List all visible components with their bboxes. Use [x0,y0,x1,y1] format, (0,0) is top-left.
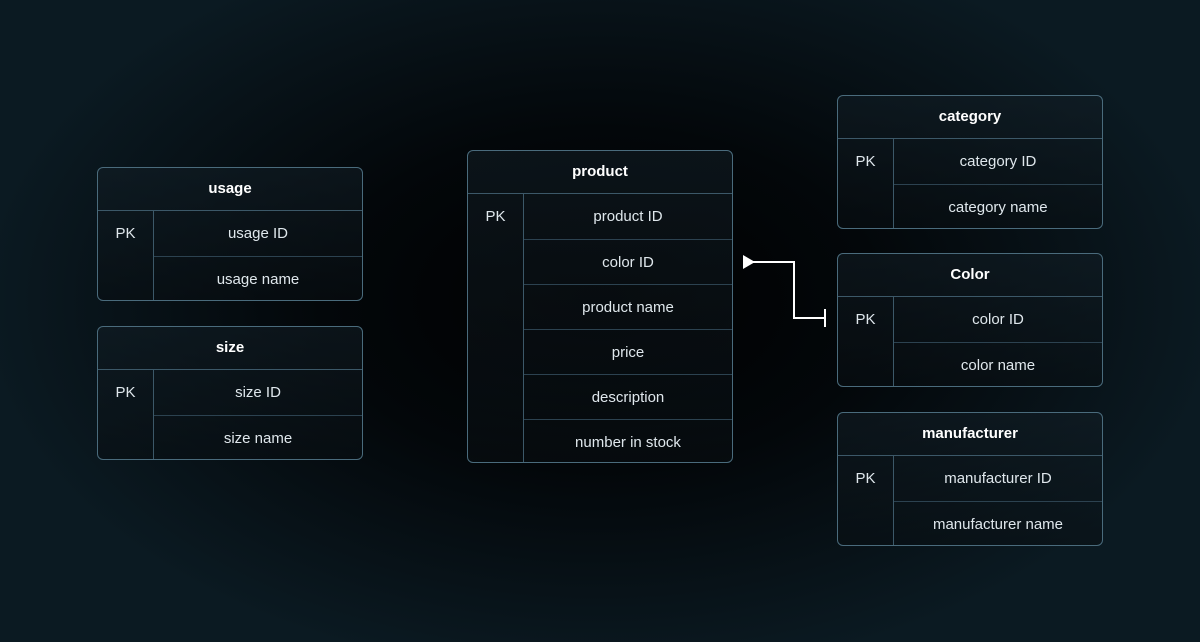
entity-size-fields: size ID size name [154,370,362,459]
field-product-id: product ID [593,208,663,225]
field-manufacturer-name: manufacturer name [894,501,1102,545]
entity-product-fields: product ID color ID product name price d… [524,194,732,462]
pk-label: PK [855,153,876,170]
pk-label: PK [115,384,136,401]
pk-label: PK [855,311,876,328]
pk-column: PK [98,370,154,459]
entity-usage[interactable]: usage PK usage ID usage name [97,167,363,301]
connector-line [752,261,826,319]
pk-column: PK [838,139,894,228]
entity-product-title: product [468,151,732,194]
entity-product[interactable]: product PK product ID color ID product n… [467,150,733,463]
pk-column: PK [468,194,524,462]
connector-arrowhead-icon [743,255,755,269]
field-color-name: color name [894,342,1102,386]
entity-size-title: size [98,327,362,370]
field-description: description [524,374,732,420]
field-usage-name: usage name [154,256,362,300]
pk-column: PK [838,297,894,386]
entity-usage-fields: usage ID usage name [154,211,362,300]
entity-size[interactable]: size PK size ID size name [97,326,363,460]
field-size-id: size ID [235,384,281,401]
pk-label: PK [855,470,876,487]
field-color-id: color ID [524,239,732,285]
entity-category[interactable]: category PK category ID category name [837,95,1103,229]
entity-usage-title: usage [98,168,362,211]
entity-manufacturer-title: manufacturer [838,413,1102,456]
entity-manufacturer[interactable]: manufacturer PK manufacturer ID manufact… [837,412,1103,546]
pk-label: PK [485,208,506,225]
field-manufacturer-id: manufacturer ID [944,470,1052,487]
entity-category-title: category [838,96,1102,139]
field-product-name: product name [524,284,732,330]
field-price: price [524,329,732,375]
entity-color[interactable]: Color PK color ID color name [837,253,1103,387]
field-usage-id: usage ID [227,225,289,242]
pk-column: PK [98,211,154,300]
field-number-in-stock: number in stock [524,419,732,462]
field-category-name: category name [894,184,1102,228]
entity-manufacturer-fields: manufacturer ID manufacturer name [894,456,1102,545]
field-size-name: size name [154,415,362,459]
entity-color-title: Color [838,254,1102,297]
field-color-id: color ID [972,311,1024,328]
pk-column: PK [838,456,894,545]
entity-category-fields: category ID category name [894,139,1102,228]
pk-label: PK [115,225,136,242]
entity-color-fields: color ID color name [894,297,1102,386]
field-category-id: category ID [959,153,1037,170]
